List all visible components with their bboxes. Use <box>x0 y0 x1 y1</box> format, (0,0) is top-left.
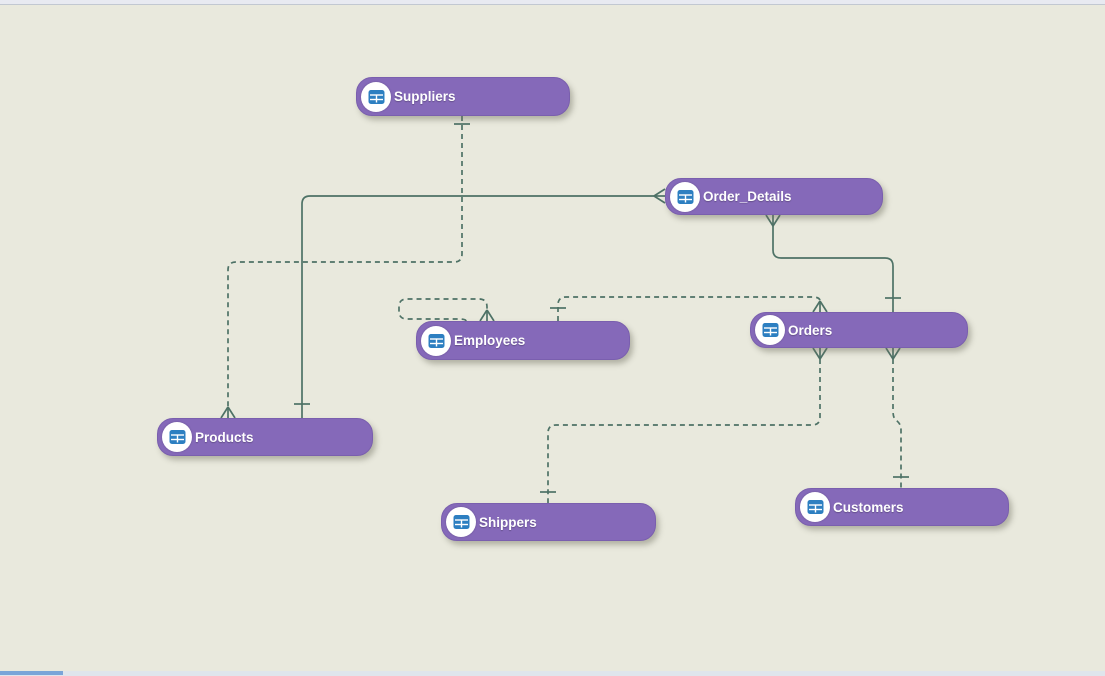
table-icon <box>162 422 192 452</box>
entity-node-orders[interactable]: Orders <box>750 312 968 348</box>
relationship-products-orderdetails[interactable] <box>294 188 666 418</box>
table-icon <box>361 81 391 112</box>
entity-node-customers[interactable]: Customers <box>795 488 1009 526</box>
entity-label: Orders <box>788 322 833 338</box>
entity-label: Shippers <box>479 514 537 530</box>
relationship-orderdetails-orders[interactable] <box>765 214 901 312</box>
entity-label: Products <box>195 429 254 445</box>
relationship-employees-self[interactable] <box>398 298 495 322</box>
entity-label: Customers <box>833 499 904 515</box>
entity-label: Suppliers <box>394 89 456 104</box>
entity-node-shippers[interactable]: Shippers <box>441 503 656 541</box>
relationship-orders-customers[interactable] <box>885 347 909 488</box>
entity-node-products[interactable]: Products <box>157 418 373 456</box>
entity-node-employees[interactable]: Employees <box>416 321 630 360</box>
relationship-employees-orders[interactable] <box>550 296 828 321</box>
horizontal-scrollbar-track[interactable] <box>0 671 1105 676</box>
relationship-suppliers-products[interactable] <box>220 116 470 419</box>
table-icon <box>755 315 785 345</box>
table-icon <box>670 181 700 212</box>
horizontal-scrollbar-thumb[interactable] <box>0 671 63 675</box>
table-icon <box>421 325 451 356</box>
table-icon <box>800 492 830 522</box>
entity-label: Employees <box>454 333 526 348</box>
entity-node-order-details[interactable]: Order_Details <box>665 178 883 215</box>
entity-label: Order_Details <box>703 189 792 204</box>
window-top-strip <box>0 0 1105 5</box>
table-icon <box>446 507 476 537</box>
relationship-orders-shippers[interactable] <box>540 347 828 503</box>
entity-node-suppliers[interactable]: Suppliers <box>356 77 570 116</box>
